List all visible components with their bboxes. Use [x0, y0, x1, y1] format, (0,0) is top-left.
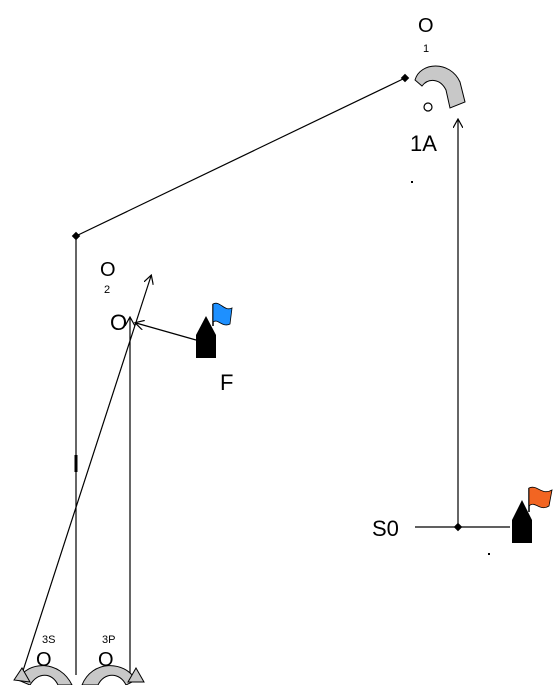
corner-mark-1 [400, 73, 410, 83]
corner-mark-2 [71, 231, 81, 241]
corner-start [453, 522, 463, 532]
labels: O 1 1A O 2 O F S0 3S O 3P O [36, 15, 437, 671]
mark-2-label: O [100, 259, 116, 281]
boat-with-blue-flag-icon [196, 302, 233, 358]
rounding-arrow-gate-3p-icon [81, 665, 145, 686]
gate-3s-subscript: 3S [42, 634, 55, 646]
flag-f-label: F [220, 370, 233, 395]
start-label: S0 [372, 516, 399, 541]
gate-3p-label: O [98, 649, 114, 671]
mark-1a-buoy [423, 102, 433, 112]
leg-gate-3s-diagonal [19, 276, 151, 681]
rounding-arrow-mark-1-icon [414, 65, 466, 109]
offset-leg [136, 323, 197, 341]
mark-1a-label: 1A [410, 131, 437, 156]
course-lines [19, 77, 510, 681]
minor-marks [411, 102, 490, 555]
offset-mark-label: O [110, 310, 127, 335]
mark-1-label: O [418, 15, 434, 37]
gate-3p-subscript: 3P [102, 634, 115, 646]
mark-2-subscript: 2 [104, 284, 110, 296]
gate-3s-label: O [36, 649, 52, 671]
leg-mark-1-to-mark-2 [75, 77, 406, 237]
mark-1-subscript: 1 [423, 43, 429, 55]
boat-with-orange-flag-icon [512, 486, 553, 543]
corner-markers [15, 73, 463, 682]
